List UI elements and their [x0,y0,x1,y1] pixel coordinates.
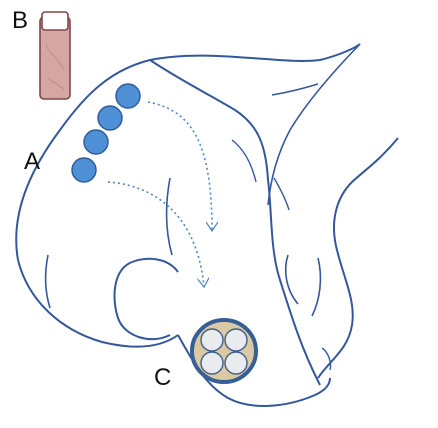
right-outline [268,44,360,205]
inner-stroke-3 [272,84,318,95]
label-c: C [154,366,171,390]
inner-loop [115,259,178,339]
label-a: A [24,150,40,174]
inner-stroke-6 [232,140,256,182]
far-right-outline [318,138,398,378]
inner-stroke-4 [286,255,298,304]
a-circle-group [72,84,140,182]
label-b: B [12,9,28,33]
c-element [192,320,256,382]
arrow-upper [148,102,212,230]
b-element [40,12,70,99]
inner-stroke-7 [274,178,289,210]
inner-stroke-5 [312,258,320,316]
inner-stroke-2 [166,178,172,255]
inner-stroke-1 [46,255,50,308]
lower-outline [18,260,178,347]
